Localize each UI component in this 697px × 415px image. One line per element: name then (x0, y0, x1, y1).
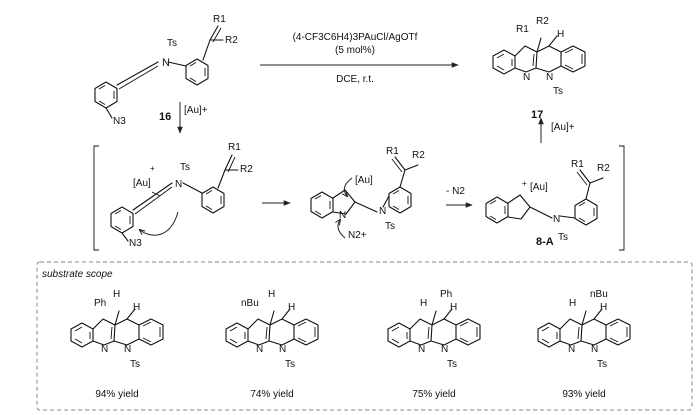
product-17: R1 R2 H N N Ts 17 (492, 16, 586, 121)
scope-4-h2: H (600, 302, 607, 313)
scope-3-n2: N (441, 344, 448, 355)
au-8a: [Au] (530, 182, 548, 193)
scope-3-n1: N (418, 344, 425, 355)
au-cation-label: [Au]+ (184, 105, 208, 116)
plus-sign: + (150, 164, 155, 173)
r2-a: R2 (240, 164, 253, 175)
scope-4-yield: 93% yield (562, 389, 605, 400)
au-b: [Au] (355, 175, 373, 186)
product-h: H (557, 29, 564, 40)
ts-label: Ts (167, 38, 177, 49)
n2plus-b: N2+ (348, 230, 367, 241)
scope-4-substituent: nBu (590, 289, 608, 300)
n-b2: N (379, 206, 386, 217)
scope-3-ts: Ts (447, 359, 457, 370)
n3-label: N3 (113, 116, 126, 127)
scope-4-ts: Ts (597, 359, 607, 370)
au-on-alkyne: [Au] (133, 178, 151, 189)
scope-item-4: nBu H H N N Ts 93% yield (537, 289, 631, 400)
product-n1: N (523, 72, 530, 83)
r1-a: R1 (228, 142, 241, 153)
scope-4-n1: N (568, 344, 575, 355)
r1-8a: R1 (571, 159, 584, 170)
intermediate-activated-alkyne: [Au] + N Ts N3 R1 R2 (110, 142, 253, 249)
scope-2-n2: N (279, 344, 286, 355)
scope-1-substituent: Ph (94, 298, 106, 309)
au-release-label: [Au]+ (551, 122, 575, 133)
r1-label: R1 (213, 14, 226, 25)
product-r2: R2 (536, 16, 549, 27)
plus-8a: + (522, 179, 527, 188)
scope-3-h2: H (450, 302, 457, 313)
n-atom: N (162, 57, 170, 69)
scope-1-yield: 94% yield (95, 389, 138, 400)
n2-loss-label: - N2 (446, 186, 465, 197)
product-ts: Ts (553, 86, 563, 97)
n3-a: N3 (129, 238, 142, 249)
scope-1-h2: H (133, 302, 140, 313)
scope-4-h1: H (569, 298, 576, 309)
scope-2-h1: H (268, 289, 275, 300)
compound-8a-label: 8-A (536, 236, 554, 248)
product-r1: R1 (516, 24, 529, 35)
r1-b: R1 (386, 146, 399, 157)
r2-8a: R2 (597, 163, 610, 174)
catalyst-loading: (5 mol%) (335, 45, 375, 56)
ts-8a: Ts (558, 232, 568, 243)
substrate-scope-title: substrate scope (42, 269, 113, 280)
scope-2-yield: 74% yield (250, 389, 293, 400)
starting-material-16: N Ts N3 R1 R2 16 [Au]+ (94, 14, 238, 127)
scope-1-n2: N (124, 344, 131, 355)
product-n2: N (546, 72, 553, 83)
intermediate-cyclized: [Au] N N2+ N Ts R1 R2 (310, 146, 425, 241)
n-8a: N (553, 214, 560, 225)
scope-3-yield: 75% yield (412, 389, 455, 400)
ts-b: Ts (385, 221, 395, 232)
r2-b: R2 (412, 150, 425, 161)
scope-2-substituent: nBu (241, 298, 259, 309)
scope-1-h1: H (113, 289, 120, 300)
scope-1-ts: Ts (130, 359, 140, 370)
right-bracket (619, 145, 625, 251)
intermediate-8a: + [Au] N Ts R1 R2 8-A (485, 159, 610, 248)
scope-3-substituent: Ph (440, 289, 452, 300)
n-b1: N (339, 210, 346, 221)
scope-4-n2: N (591, 344, 598, 355)
n-atom-a: N (175, 179, 182, 190)
r2-label: R2 (225, 35, 238, 46)
catalyst-label: (4-CF3C6H4)3PAuCl/AgOTf (293, 32, 418, 43)
ts-a: Ts (180, 162, 190, 173)
compound-16-label: 16 (159, 111, 171, 123)
scope-2-h2: H (288, 302, 295, 313)
scope-3-h1: H (420, 298, 427, 309)
scope-2-n1: N (256, 344, 263, 355)
scope-item-2: nBu H H N N Ts 74% yield (225, 289, 319, 400)
scope-1-n1: N (101, 344, 108, 355)
scope-2-ts: Ts (285, 359, 295, 370)
scope-item-3: Ph H H N N Ts 75% yield (387, 289, 481, 400)
conditions-label: DCE, r.t. (336, 74, 374, 85)
substrate-scope-box (36, 261, 693, 411)
left-bracket (93, 145, 99, 251)
scope-item-1: Ph H H N N Ts 94% yield (70, 289, 164, 400)
